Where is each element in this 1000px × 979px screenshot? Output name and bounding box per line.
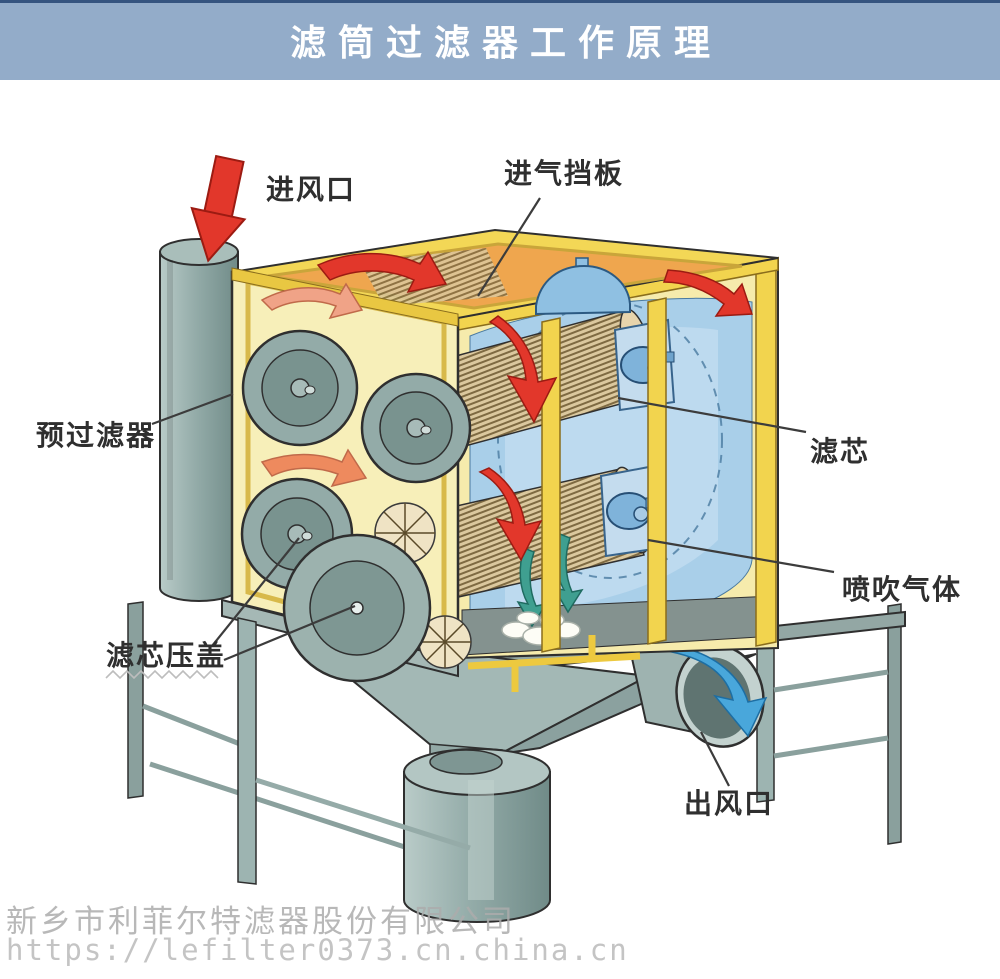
wavy-underline (105, 669, 219, 680)
leader-baffle (477, 197, 541, 297)
filter-cartridge-end-cover (241, 329, 359, 447)
leader-lines (151, 197, 835, 787)
banner-top-strip (0, 0, 1000, 3)
filter-cartridge-press-cover (282, 533, 432, 683)
title-banner: 滤筒过滤器工作原理 (0, 0, 1000, 80)
filter-cartridge-end-cover (360, 372, 472, 484)
inlet-air-arrow (190, 154, 247, 263)
label-intake-baffle: 进气挡板 (504, 158, 625, 189)
clean-air-outlet-arrow (669, 647, 768, 738)
label-air-inlet: 进风口 (266, 174, 357, 205)
leader-pulse-gas (647, 538, 835, 574)
dirty-air-arrows-front (260, 282, 368, 488)
label-filter-cartridge: 滤芯 (810, 436, 871, 467)
label-cartridge-cover: 滤芯压盖 (106, 640, 227, 671)
leader-outlet (700, 731, 730, 787)
stand-front-leg (237, 617, 257, 885)
label-pulse-gas: 喷吹气体 (842, 574, 963, 605)
outlet-duct (626, 638, 768, 748)
compressed-air-tank (535, 257, 631, 316)
leader-cover-1 (211, 537, 300, 647)
page-title: 滤筒过滤器工作原理 (289, 22, 722, 63)
dust-collection-barrel (403, 748, 551, 923)
label-prefilter: 预过滤器 (36, 420, 157, 451)
leader-cover-2 (223, 604, 356, 662)
prefilter-cylinder (159, 238, 239, 602)
leader-prefilter (151, 392, 234, 426)
dirty-air-arrows-top (316, 250, 754, 562)
support-stand (127, 601, 906, 855)
pulse-pipes (467, 635, 641, 692)
label-air-outlet: 出风口 (684, 788, 775, 819)
housing-box (230, 228, 779, 692)
leader-cartridge (617, 396, 807, 434)
